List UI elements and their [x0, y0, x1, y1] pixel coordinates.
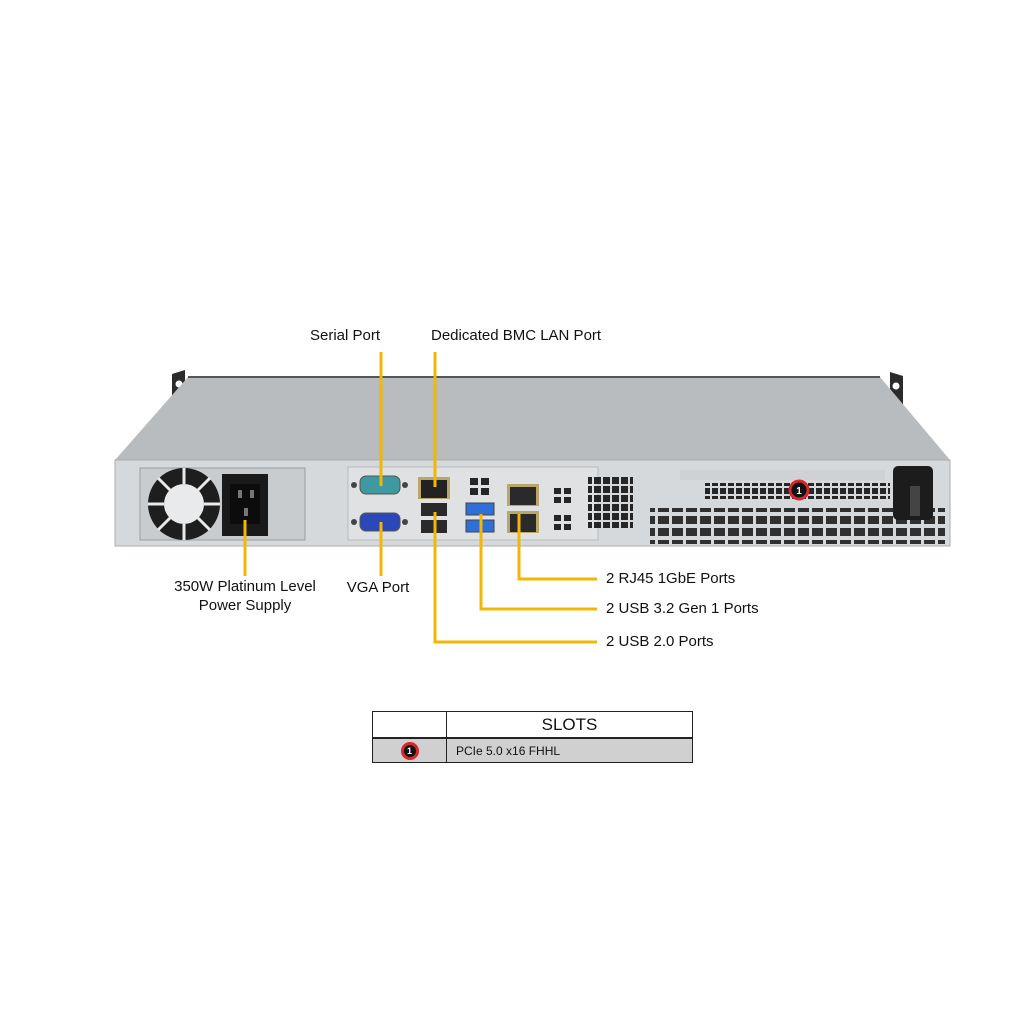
rj45-leader-line	[517, 514, 597, 581]
bmc-lan-port-connector	[418, 477, 450, 499]
vga-port-label: VGA Port	[346, 579, 410, 596]
slots-table-header: SLOTS	[372, 711, 693, 739]
slot-1-marker: 1	[788, 479, 810, 501]
serial-port-label: Serial Port	[309, 327, 381, 344]
bmc-lan-port-label: Dedicated BMC LAN Port	[431, 327, 602, 344]
svg-text:1: 1	[796, 486, 802, 497]
rj45-ports-label: 2 RJ45 1GbE Ports	[606, 570, 736, 587]
slots-header: SLOTS	[446, 711, 693, 739]
slots-table: SLOTS 1 PCIe 5.0 x16 FHHL	[372, 711, 693, 763]
chassis-top-cover	[115, 377, 950, 460]
usb2-leader-line	[433, 512, 597, 644]
power-supply-label-line2: Power Supply	[198, 597, 292, 614]
usb3-ports-label: 2 USB 3.2 Gen 1 Ports	[606, 600, 759, 617]
usb3-leader-line	[479, 514, 597, 611]
power-supply-label-line1: 350W Platinum Level	[174, 578, 316, 595]
usb2-ports-label: 2 USB 2.0 Ports	[606, 633, 714, 650]
riser-latch	[893, 466, 933, 520]
slot-number-badge: 1	[400, 741, 419, 760]
slot-description: PCIe 5.0 x16 FHHL	[446, 737, 693, 763]
rj45-ports-connector	[507, 484, 539, 533]
table-row: 1 PCIe 5.0 x16 FHHL	[372, 737, 693, 763]
power-supply	[139, 467, 306, 541]
psu-fan-icon	[148, 468, 220, 540]
